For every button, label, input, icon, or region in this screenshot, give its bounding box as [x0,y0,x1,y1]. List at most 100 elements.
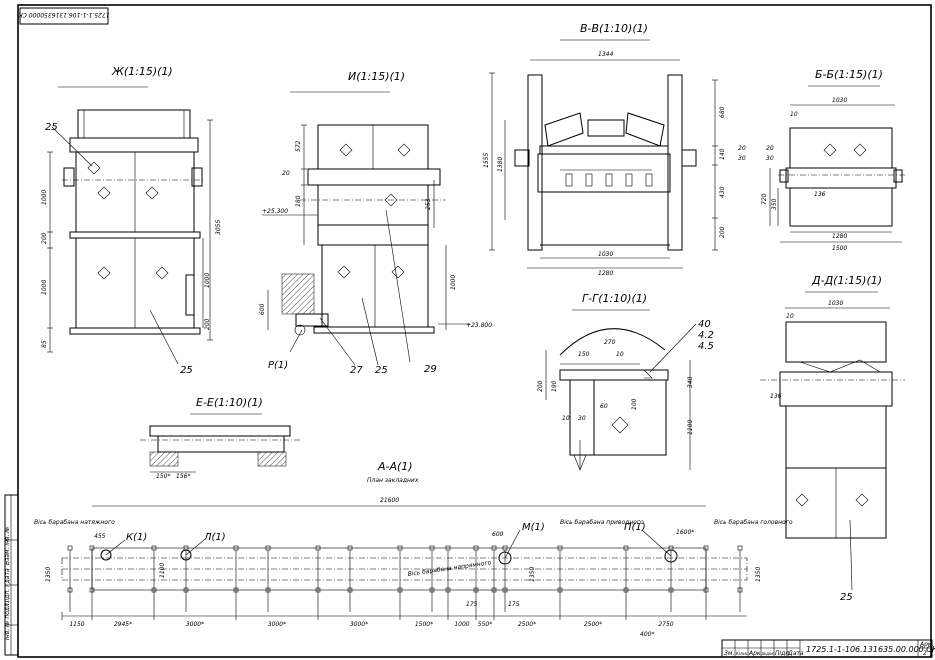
i-dim-600: 600 [259,303,266,315]
i-pos-29: 29 [424,364,437,375]
tb-cell-sign: Підп. [775,650,791,657]
view-dd: Д-Д(1:15)(1) 1030 10 136 25 [760,274,905,603]
vv-dim-1344: 1344 [598,51,613,58]
callout-r: Р(1) [268,360,288,371]
aa-post [67,545,73,551]
aa-dim-1350a: 1350 [45,567,52,582]
callout-l: Л(1) [203,532,226,543]
vv-dim-1555: 1555 [483,153,490,168]
vv-dim-140: 140 [719,148,726,160]
stamp-swap: Взам. інв. № [4,526,11,565]
vv-dim-30: 30 [738,155,746,162]
tb-cell-doc: №док. [761,651,775,656]
tb-cell-ark: Арк. [748,650,763,657]
vv-dim-680: 680 [719,106,726,118]
bb-dim-1030: 1030 [832,97,847,104]
gg-dim-10a: 10 [616,351,624,358]
gg-dim-1100: 1100 [687,420,694,435]
zh-pos-25b: 25 [180,365,193,376]
aa-dim-175b: 175 [508,601,520,608]
zh-dim-3055: 3055 [215,220,222,235]
vv-dim-200: 200 [719,226,726,238]
aa-marker-p [664,549,678,563]
vv-dim-1380: 1380 [497,157,504,172]
aa-dim-455: 455 [94,533,106,540]
rotated-code: 1725.1-1-106.1316350000 СК [18,11,110,18]
dd-dim-1030: 1030 [828,300,843,307]
dd-dim-136: 136 [770,393,782,400]
view-i: И(1:15)(1) 572 20 [259,70,492,376]
note-axis-tension: Вісь барабана натяжного [34,519,115,526]
i-dim-level-top: +25.300 [262,208,288,215]
aa-chain-label: 2750 [658,621,673,628]
aa-dim-175a: 175 [466,601,478,608]
i-dim-572: 572 [295,140,302,152]
aa-chain-label: 3000* [186,621,204,628]
i-dim-253: 253 [425,198,432,210]
gg-dim-150: 150 [578,351,590,358]
aa-dim-400: 400* [640,631,654,638]
view-vv: В-В(1:10)(1) 1344 [483,22,746,277]
aa-dim-600: 600 [492,531,504,538]
bb-dim-20: 20 [766,145,774,152]
i-pos-25: 25 [375,365,388,376]
view-bb-title: Б-Б(1:15)(1) [815,68,883,81]
view-i-title: И(1:15)(1) [348,70,405,83]
bb-dim-10: 10 [790,111,798,118]
note-axis-head: Вісь барабана головного [714,519,793,526]
gg-dim-190: 190 [551,380,558,392]
view-gg: Г-Г(1:10)(1) 270 10 150 40 4.2 4.5 200 1… [537,292,714,471]
vv-dim-1030: 1030 [598,251,613,258]
zh-pos-25a: 25 [45,122,58,133]
gg-dim-270: 270 [604,339,616,346]
aa-chain-label: 2945* [114,621,132,628]
view-ee-title: Е-Е(1:10)(1) [196,396,263,409]
zh-dim-1000b: 1000 [41,280,48,295]
i-dim-1000: 1000 [450,275,457,290]
doc-code: 1725.1-1-106.131635.00.000 СК [806,645,935,654]
i-dim-180: 180 [295,195,302,207]
tb-sheet-number: 2 [923,650,927,657]
aa-marker-m [498,551,512,565]
callout-k: К(1) [126,532,147,543]
gg-dim-60: 60 [600,403,608,410]
view-zh: Ж(1:15)(1) 1000 200 [41,65,222,376]
zh-dim-1000c: 1000 [204,273,211,288]
zh-dim-85: 85 [41,340,48,348]
aa-chain-label: 550* [478,621,492,628]
view-ee: Е-Е(1:10)(1) 150* 156* [140,396,300,480]
aa-dim-1100: 1100 [159,563,166,578]
gg-dim-30: 30 [578,415,586,422]
tb-cell-zm: Зм. [724,650,734,657]
aa-marker-k [100,549,112,561]
sheet-frame [17,4,932,658]
dd-pos-25: 25 [840,592,853,603]
aa-chain-label: 3000* [350,621,368,628]
side-stamp: Інв. № подл. Підп. і дата Взам. інв. № [4,494,19,656]
callout-p: П(1) [624,522,646,533]
rotated-code-box [19,7,109,25]
gg-dim-45: 4.5 [698,341,714,352]
note-axis-deflect: Вісь барабана напрямного [407,559,492,578]
gg-dim-42: 4.2 [698,330,714,341]
gg-dim-40: 40 [698,319,711,330]
gg-dim-340: 340 [687,376,694,388]
gg-dim-10b: 10 [562,415,570,422]
aa-dim-total: 21600 [380,497,399,504]
vv-dim-1280: 1280 [598,270,613,277]
title-block: Зм. Кільк. Арк. №док. Підп. Дата 1725.1-… [721,639,935,658]
i-pos-27: 27 [350,365,363,376]
stamp-sign: Підп. і дата [4,568,11,605]
ee-dim-150: 150* [156,473,170,480]
zh-dim-1000a: 1000 [41,190,48,205]
aa-dim-1600: 1600* [676,529,694,536]
i-dim-level-bottom: +23.800 [466,322,492,329]
aa-chain-label: 2500* [518,621,536,628]
view-aa-subtitle: План закладних [367,477,419,484]
bb-dim-136: 136 [814,191,826,198]
stamp-inv: Інв. № подл. [4,601,11,640]
view-gg-title: Г-Г(1:10)(1) [582,292,647,305]
bb-dim-720: 720 [761,193,768,205]
